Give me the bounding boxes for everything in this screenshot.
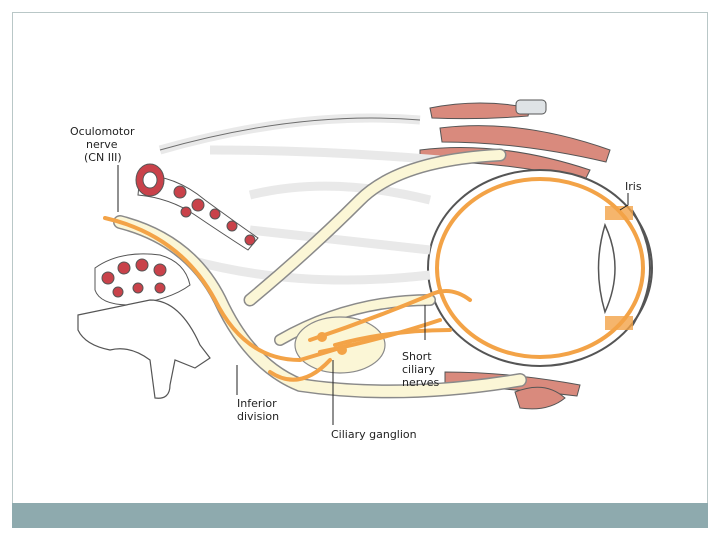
label-iris: Iris	[625, 180, 642, 193]
synapse-dot	[317, 332, 327, 342]
label-short-ciliary-3: nerves	[402, 376, 440, 389]
label-short-ciliary-2: ciliary	[402, 363, 435, 376]
label-inferior-division-2: division	[237, 410, 279, 423]
label-oculomotor-2: nerve	[86, 138, 118, 151]
label-oculomotor-3: (CN III)	[84, 151, 122, 164]
footer-bar	[12, 503, 708, 528]
synapse-dot	[337, 345, 347, 355]
artery-lower	[94, 253, 191, 306]
leader-lines	[117, 165, 629, 425]
iris-upper	[605, 206, 633, 220]
lens	[597, 222, 616, 315]
label-oculomotor-1: Oculomotor	[70, 125, 135, 138]
accessory-nerves	[158, 113, 441, 285]
internal-carotid-artery	[135, 163, 259, 251]
brainstem	[77, 299, 211, 399]
label-short-ciliary-1: Short	[402, 350, 432, 363]
extraocular-muscles-top	[419, 99, 611, 181]
cornea	[631, 209, 651, 327]
label-inferior-division-1: Inferior	[237, 397, 277, 410]
label-ciliary-ganglion: Ciliary ganglion	[331, 428, 417, 441]
parasympathetic-pathway	[103, 216, 472, 382]
eyeball	[427, 169, 653, 367]
iris-lower	[605, 316, 633, 330]
